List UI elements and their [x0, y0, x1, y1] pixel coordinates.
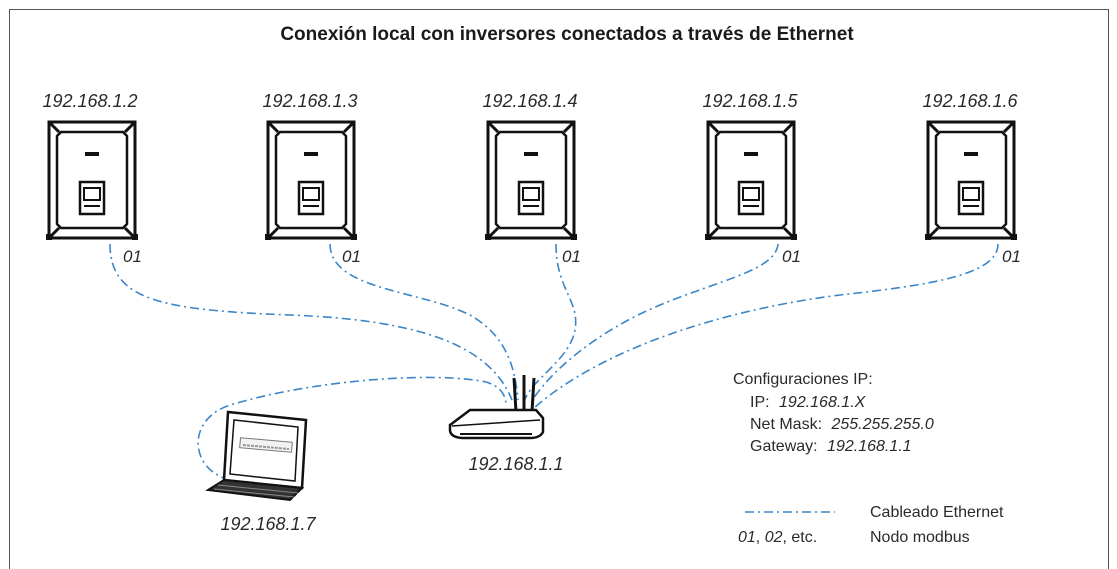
legend-node-label: Nodo modbus — [870, 529, 970, 546]
laptop-icon — [205, 410, 308, 502]
cable-inverter-1 — [109, 243, 513, 401]
inverter-3-node: 01 — [562, 247, 581, 266]
legend-cable-label: Cableado Ethernet — [870, 504, 1004, 521]
inverter-4-node: 01 — [782, 247, 801, 266]
router-ip: 192.168.1.1 — [468, 454, 563, 474]
router-icon — [448, 375, 545, 440]
inverter-1-icon — [44, 120, 140, 242]
cable-inverter-4 — [529, 243, 779, 405]
inverter-3-ip: 192.168.1.4 — [482, 91, 577, 111]
laptop-ip: 192.168.1.7 — [220, 514, 316, 534]
cable-inverter-5 — [533, 243, 999, 409]
inverter-5-icon — [923, 120, 1019, 242]
inverter-5-ip: 192.168.1.6 — [922, 91, 1018, 111]
ip-config-netmask: Net Mask: 255.255.255.0 — [750, 416, 934, 433]
cable-laptop — [197, 376, 507, 481]
inverter-2-icon — [263, 120, 359, 242]
ip-config-heading: Configuraciones IP: — [733, 371, 873, 388]
inverter-2-ip: 192.168.1.3 — [262, 91, 357, 111]
inverter-5-node: 01 — [1002, 247, 1021, 266]
inverter-4-ip: 192.168.1.5 — [702, 91, 798, 111]
inverter-4-icon — [703, 120, 799, 242]
ip-config-gateway: Gateway: 192.168.1.1 — [750, 438, 912, 455]
ip-config-ip: IP: 192.168.1.X — [750, 394, 867, 411]
inverter-2-node: 01 — [342, 247, 361, 266]
diagram-frame — [9, 9, 1109, 569]
cable-inverter-3 — [523, 243, 577, 403]
inverter-1-ip: 192.168.1.2 — [42, 91, 137, 111]
legend-node-example: 01, 02, etc. — [738, 529, 817, 546]
inverter-3-icon — [483, 120, 579, 242]
inverter-1-node: 01 — [123, 247, 142, 266]
diagram-title: Conexión local con inversores conectados… — [280, 24, 854, 45]
cable-inverter-2 — [329, 243, 519, 401]
